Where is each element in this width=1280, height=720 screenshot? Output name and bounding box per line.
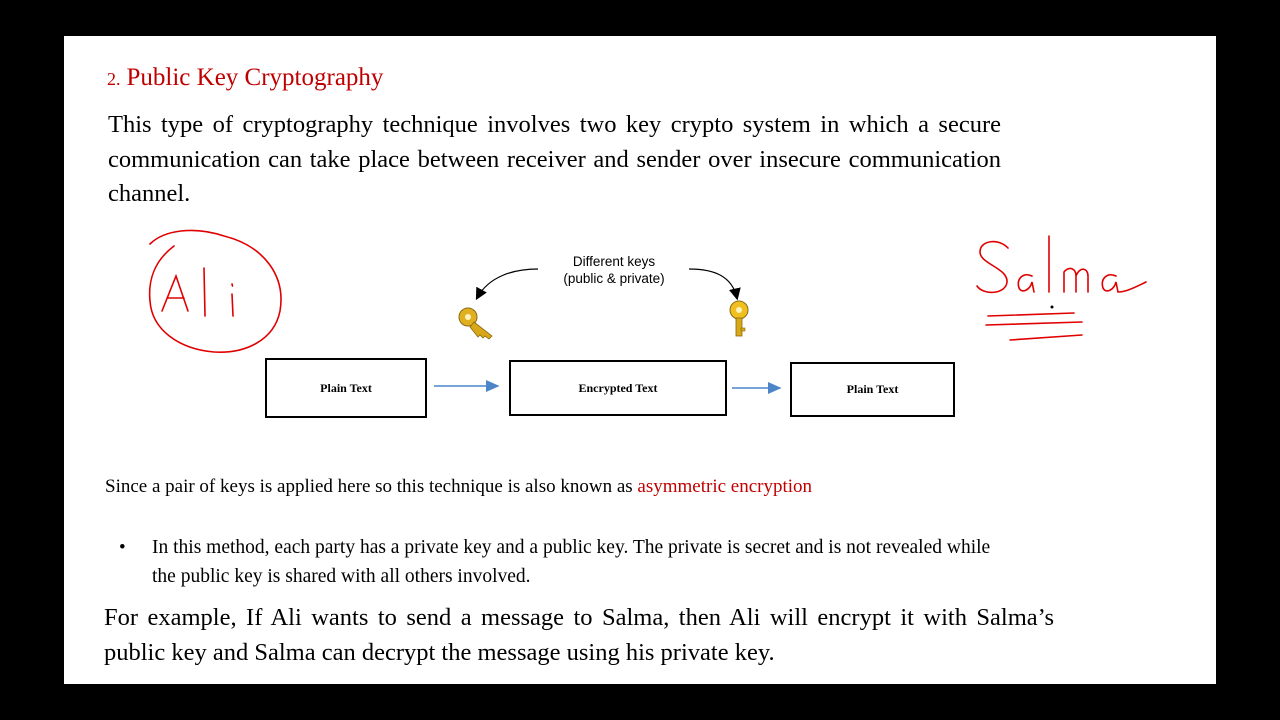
box-plain-text-right-label: Plain Text: [846, 382, 899, 396]
curve-arrow-right: [688, 268, 741, 301]
key-left-icon: [458, 307, 493, 340]
title-text: Public Key Cryptography: [126, 64, 384, 91]
slide: 2.Public Key Cryptography This type of c…: [64, 36, 1216, 684]
note-prefix: Since a pair of keys is applied here so …: [105, 476, 638, 497]
different-keys-label: Different keys (public & private): [534, 253, 694, 287]
title-number: 2.: [107, 69, 121, 89]
asymmetric-note: Since a pair of keys is applied here so …: [105, 476, 812, 498]
note-highlight: asymmetric encryption: [637, 476, 813, 497]
keys-label-line2: (public & private): [563, 271, 665, 286]
diagram-graphics: [148, 229, 1147, 394]
slide-title: 2.Public Key Cryptography: [107, 64, 383, 92]
box-encrypted-text: Encrypted Text: [509, 360, 727, 416]
box-encrypted-text-label: Encrypted Text: [578, 380, 658, 395]
example-paragraph: For example, If Ali wants to send a mess…: [104, 604, 1054, 666]
box-plain-text-right: Plain Text: [790, 362, 955, 417]
bullet-symbol: •: [119, 537, 126, 558]
bullet-text: In this method, each party has a private…: [152, 537, 991, 587]
handwritten-salma-annotation: [976, 235, 1147, 341]
handwritten-ali-annotation: [148, 229, 282, 353]
key-right-icon: [729, 300, 749, 337]
keys-label-line1: Different keys: [572, 254, 656, 269]
intro-paragraph: This type of cryptography technique invo…: [108, 111, 1001, 207]
box-plain-text-left-label: Plain Text: [320, 380, 372, 395]
box-plain-text-left: Plain Text: [265, 358, 427, 418]
curve-arrow-left: [475, 268, 539, 301]
